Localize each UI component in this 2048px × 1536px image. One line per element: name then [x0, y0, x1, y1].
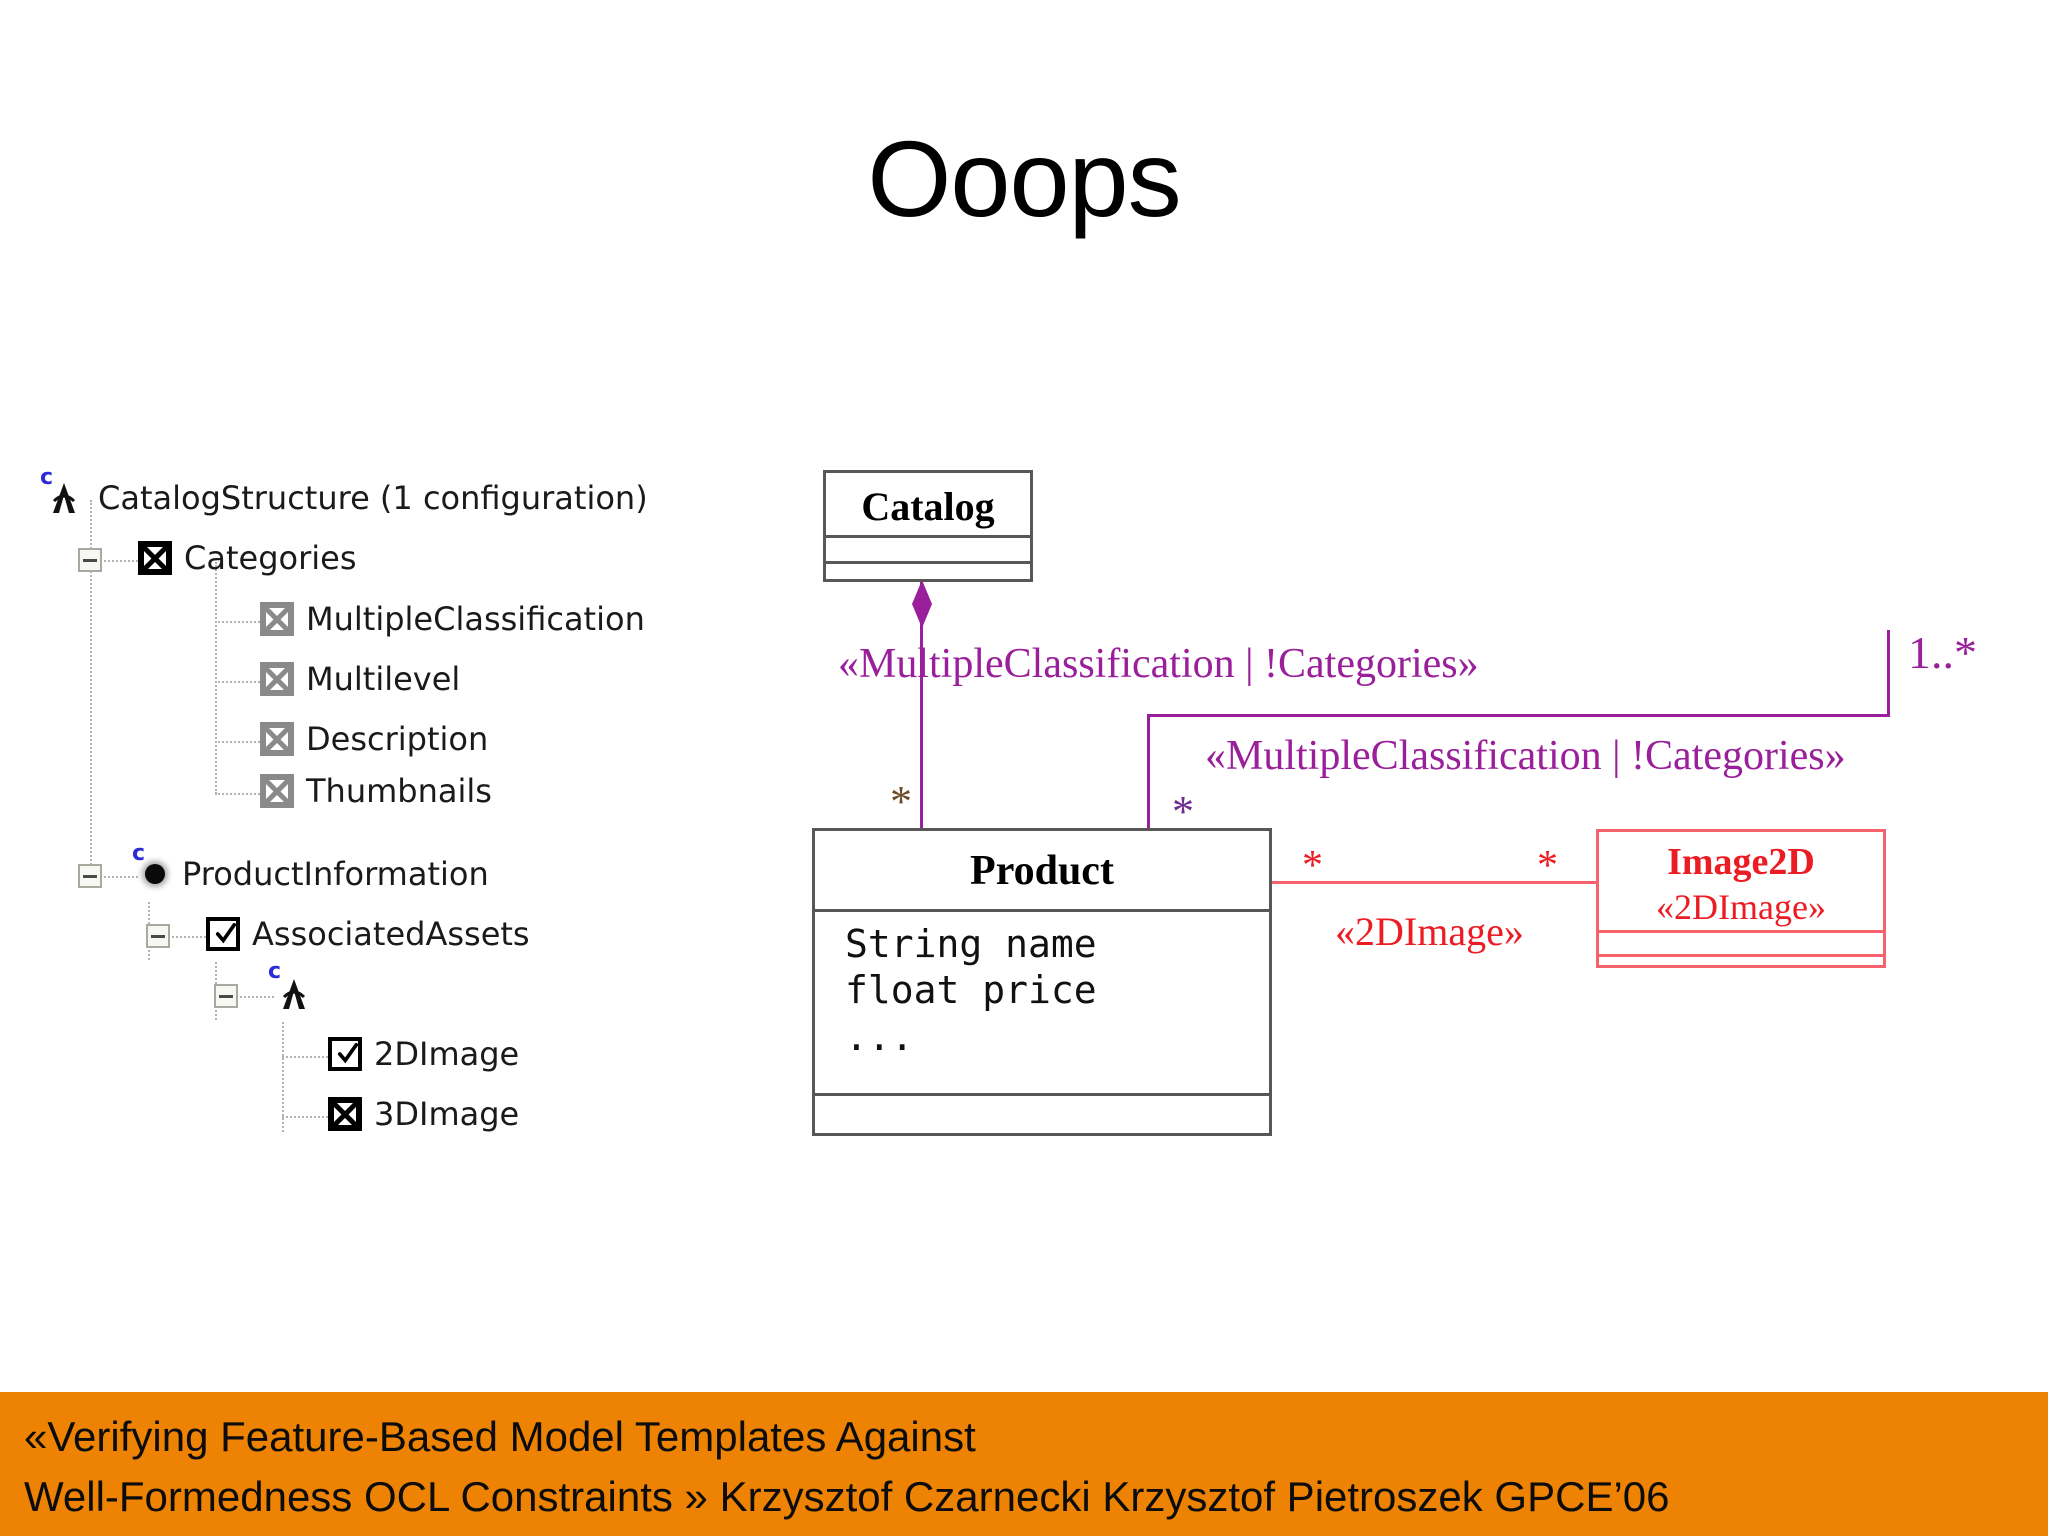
multiplicity-label: *	[1537, 843, 1558, 889]
stereotype-label-product-image: «2DImage»	[1335, 909, 1524, 954]
tree-guide-horizontal	[104, 560, 138, 562]
feature-model-tree: c CatalogStructure (1 configuration) Cat…	[0, 0, 820, 1200]
tree-expander-collapse[interactable]	[146, 924, 170, 948]
alternative-group-icon: c	[40, 467, 84, 517]
alternative-group-icon: c	[268, 961, 314, 1013]
checkbox-checked-icon[interactable]	[206, 917, 240, 951]
tree-row[interactable]: Description	[260, 711, 488, 767]
multiplicity-label: *	[1302, 843, 1323, 889]
uml-class-divider	[1599, 954, 1883, 957]
tree-row[interactable]: c CatalogStructure (1 configuration)	[40, 467, 648, 526]
check-icon	[215, 923, 237, 944]
association-product-image-line	[1268, 881, 1596, 884]
footer-banner: «Verifying Feature-Based Model Templates…	[0, 1392, 2048, 1536]
superscript-c-label: c	[132, 841, 146, 866]
uml-class-divider	[815, 909, 1269, 912]
page-title: Ooops	[867, 118, 1181, 239]
tree-row[interactable]: AssociatedAssets	[206, 906, 530, 962]
stereotype-label-catalog-image: «MultipleClassification | !Categories»	[1205, 733, 1846, 779]
tree-guide-vertical	[90, 500, 92, 880]
xbox-black-icon	[138, 541, 172, 575]
xbox-gray-icon	[260, 662, 294, 696]
association-catalog-image-vertical-right	[1887, 630, 1890, 717]
tree-row-label: Categories	[184, 539, 357, 577]
tree-guide-horizontal	[172, 936, 206, 938]
tree-guide-horizontal	[215, 793, 260, 795]
tree-row[interactable]: Multilevel	[260, 651, 460, 707]
uml-class-divider	[826, 561, 1030, 564]
tree-row[interactable]: c	[268, 961, 326, 1022]
tree-row-label: CatalogStructure (1 configuration)	[98, 479, 648, 517]
uml-class-name: Product	[970, 848, 1114, 894]
tree-guide-horizontal	[215, 621, 260, 623]
tree-guide-horizontal	[282, 1056, 328, 1058]
uml-class-divider	[815, 1093, 1269, 1096]
multiplicity-label: *	[1172, 787, 1194, 836]
uml-class-product[interactable]: Product String name float price ...	[812, 828, 1272, 1136]
tree-guide-horizontal	[215, 681, 260, 683]
association-catalog-image-horizontal	[1147, 714, 1890, 717]
tree-guide-vertical	[215, 562, 217, 794]
tree-row[interactable]: Thumbnails	[260, 763, 492, 819]
tree-expander-collapse[interactable]	[78, 864, 102, 888]
association-catalog-product-line	[920, 580, 923, 830]
tree-guide-horizontal	[282, 1116, 328, 1118]
uml-class-name: Image2D	[1667, 841, 1815, 883]
tree-row-label: Multilevel	[306, 660, 461, 698]
mandatory-dot-icon: c	[132, 843, 172, 891]
xbox-gray-icon	[260, 774, 294, 808]
tree-guide-horizontal	[215, 741, 260, 743]
tree-row[interactable]: 3DImage	[328, 1086, 519, 1142]
tree-expander-collapse[interactable]	[78, 548, 102, 572]
alternative-group-glyph	[52, 483, 76, 513]
tree-row-label: MultipleClassification	[306, 600, 645, 638]
association-catalog-image-vertical-left	[1147, 714, 1150, 830]
uml-class-stereotype: «2DImage»	[1656, 887, 1826, 927]
xbox-gray-icon	[260, 602, 294, 636]
checkbox-checked-icon[interactable]	[328, 1037, 362, 1071]
tree-expander-collapse[interactable]	[214, 984, 238, 1008]
superscript-c-label: c	[268, 959, 282, 984]
tree-row-label: 2DImage	[374, 1035, 520, 1073]
tree-row-label: Description	[306, 720, 489, 758]
tree-row-label: 3DImage	[374, 1095, 520, 1133]
tree-row-label: AssociatedAssets	[252, 915, 530, 953]
tree-guide-horizontal	[240, 996, 274, 998]
superscript-c-label: c	[40, 465, 54, 490]
alternative-group-glyph	[282, 979, 306, 1009]
xbox-black-icon	[328, 1097, 362, 1131]
tree-row-label: ProductInformation	[182, 855, 489, 893]
uml-class-catalog[interactable]: Catalog	[823, 470, 1033, 582]
uml-class-name: Catalog	[861, 484, 995, 529]
tree-guide-vertical	[282, 1022, 284, 1132]
check-icon	[337, 1043, 359, 1064]
xbox-gray-icon	[260, 722, 294, 756]
multiplicity-label: *	[890, 777, 912, 826]
tree-row[interactable]: c ProductInformation	[132, 843, 489, 902]
footer-line-2: Well-Formedness OCL Constraints » Krzysz…	[24, 1473, 1670, 1520]
tree-row[interactable]: 2DImage	[328, 1026, 519, 1082]
composition-diamond-icon	[912, 580, 932, 628]
multiplicity-label: 1..*	[1908, 627, 1977, 678]
tree-row[interactable]: Categories	[138, 530, 356, 586]
uml-class-divider	[826, 535, 1030, 538]
tree-guide-horizontal	[104, 876, 138, 878]
uml-class-attributes: String name float price ...	[845, 922, 1097, 1059]
stereotype-label-catalog-product: «MultipleClassification | !Categories»	[838, 641, 1479, 687]
uml-class-divider	[1599, 930, 1883, 933]
footer-line-1: «Verifying Feature-Based Model Templates…	[24, 1413, 976, 1460]
tree-row[interactable]: MultipleClassification	[260, 591, 645, 647]
uml-class-diagram: Catalog Product String name float price …	[812, 470, 1977, 1136]
tree-row-label: Thumbnails	[306, 772, 492, 810]
uml-class-image2d[interactable]: Image2D «2DImage»	[1596, 829, 1886, 968]
